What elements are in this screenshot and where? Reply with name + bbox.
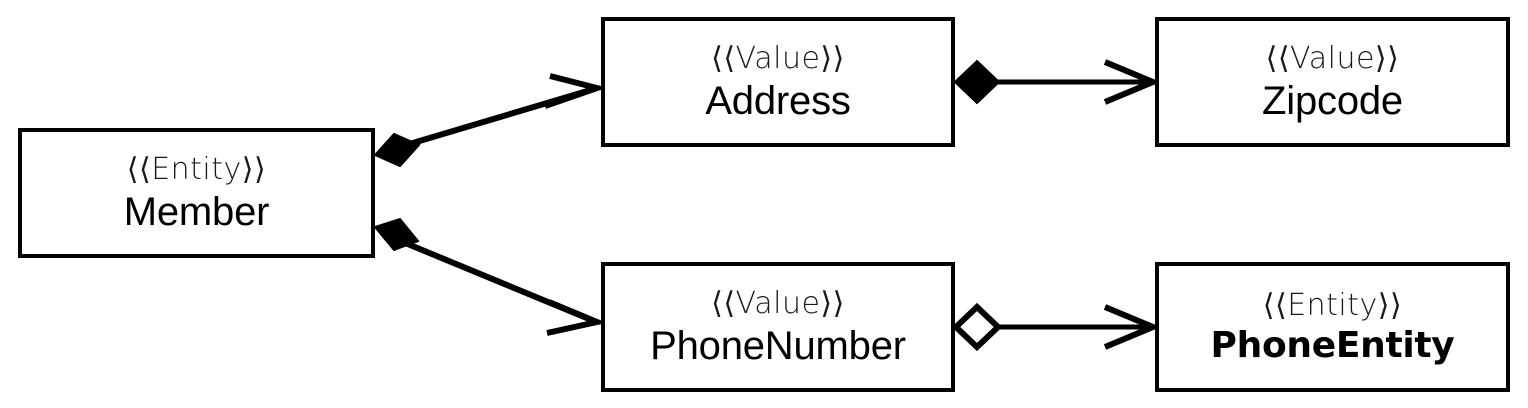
relationship-phonenumber-phoneentity — [951, 302, 1161, 352]
relationship-member-address — [373, 73, 608, 168]
open-arrowhead — [544, 73, 608, 109]
class-box-phonenumber[interactable]: ⟨⟨Value⟩⟩ PhoneNumber — [601, 262, 955, 392]
stereotype-label: ⟨⟨Entity⟩⟩ — [126, 151, 267, 187]
composition-diamond-filled — [953, 59, 1001, 105]
composition-diamond-filled — [373, 132, 421, 168]
class-box-address[interactable]: ⟨⟨Value⟩⟩ Address — [601, 17, 955, 147]
stereotype-label: ⟨⟨Value⟩⟩ — [1265, 40, 1400, 76]
relationship-line — [395, 86, 595, 151]
composition-diamond-filled — [373, 217, 420, 252]
aggregation-diamond-hollow — [951, 302, 1003, 352]
class-name-label: Member — [123, 189, 270, 234]
stereotype-label: ⟨⟨Value⟩⟩ — [711, 285, 845, 321]
open-arrowhead — [1103, 59, 1161, 105]
class-box-zipcode[interactable]: ⟨⟨Value⟩⟩ Zipcode — [1155, 17, 1510, 147]
class-name-label: Zipcode — [1262, 78, 1403, 123]
relationship-line — [396, 237, 596, 324]
class-box-member[interactable]: ⟨⟨Entity⟩⟩ Member — [18, 128, 375, 258]
stereotype-label: ⟨⟨Value⟩⟩ — [711, 40, 845, 76]
open-arrowhead — [546, 299, 607, 336]
class-name-label: PhoneEntity — [1210, 324, 1455, 366]
stereotype-label: ⟨⟨Entity⟩⟩ — [1262, 287, 1403, 323]
relationship-address-zipcode — [953, 59, 1161, 105]
relationship-member-phonenumber — [373, 217, 607, 336]
open-arrowhead — [1103, 304, 1161, 350]
class-box-phoneentity[interactable]: ⟨⟨Entity⟩⟩ PhoneEntity — [1155, 262, 1510, 392]
class-name-label: Address — [705, 78, 851, 123]
class-name-label: PhoneNumber — [650, 323, 906, 368]
